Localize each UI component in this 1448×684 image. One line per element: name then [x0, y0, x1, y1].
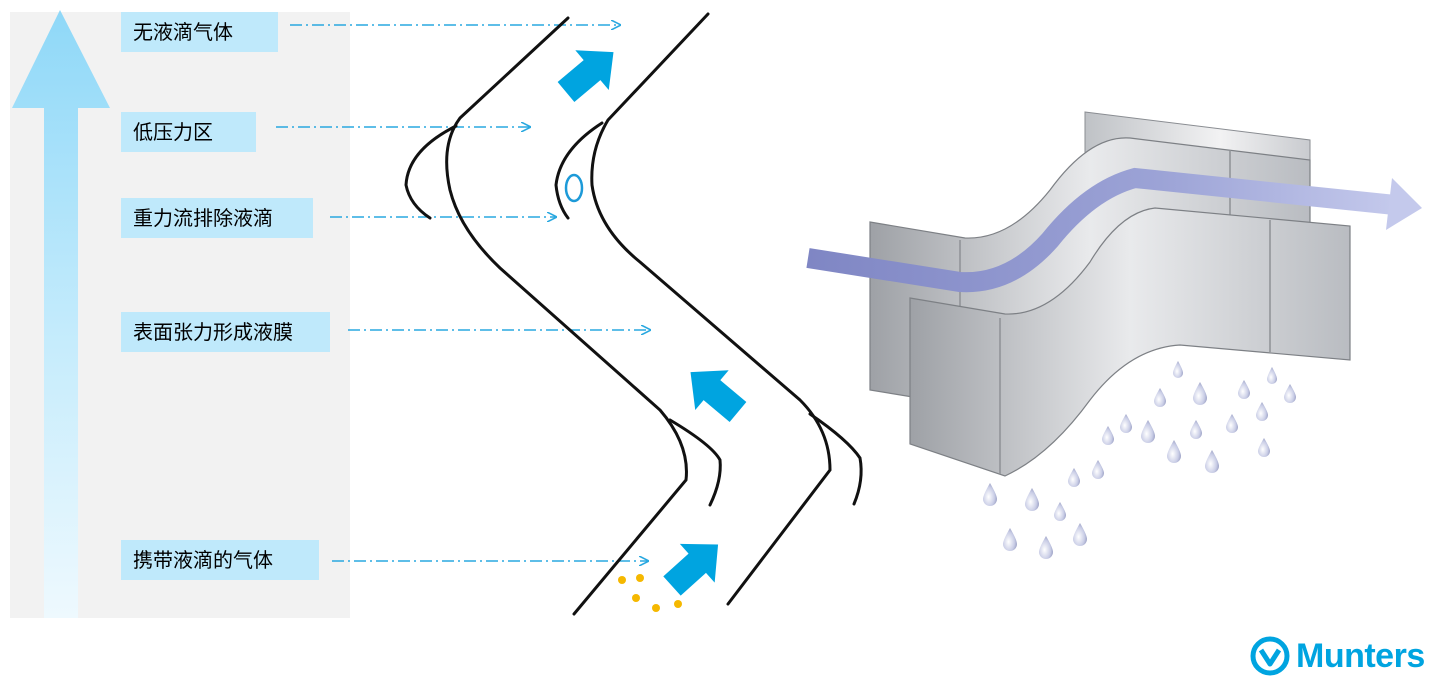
droplet-icon — [1193, 382, 1207, 405]
droplet-icon — [1068, 468, 1080, 487]
vane-front — [909, 207, 1351, 477]
label-surface-tension: 表面张力形成液膜 — [121, 312, 330, 352]
droplet-icon — [1054, 502, 1066, 521]
droplet-icon — [1102, 426, 1114, 445]
falling-drops — [983, 361, 1296, 559]
droplet-icon — [1258, 438, 1270, 457]
droplet-icon — [1267, 367, 1277, 384]
droplet-icon — [1092, 460, 1104, 479]
gas-flow-arrow — [806, 167, 1397, 293]
munters-logo: Munters — [1250, 636, 1425, 676]
label-gravity-drain: 重力流排除液滴 — [121, 198, 313, 238]
droplet-icon — [1167, 440, 1181, 463]
separator-walls — [404, 12, 863, 616]
droplet-dot — [652, 604, 660, 612]
droplet-icon — [1003, 528, 1017, 551]
flow-arrow-icon — [557, 50, 614, 102]
droplet-icon — [983, 483, 997, 506]
droplet-icon — [1154, 388, 1166, 407]
label-low-pressure: 低压力区 — [121, 112, 256, 152]
label-dry-gas: 无液滴气体 — [121, 12, 278, 52]
droplet-icon — [564, 173, 584, 203]
droplet-dot — [636, 574, 644, 582]
droplet-dot — [618, 576, 626, 584]
droplet-icon — [1190, 420, 1202, 439]
leader-lines — [276, 25, 650, 561]
droplet-icon — [1120, 414, 1132, 433]
droplet-icon — [1173, 361, 1183, 378]
flow-arrow-icon — [690, 370, 747, 422]
munters-logo-icon — [1250, 636, 1290, 676]
droplet-icon — [1205, 450, 1219, 473]
left-wall — [445, 16, 688, 616]
flow-arrows — [557, 50, 747, 596]
vane-illustration — [806, 111, 1422, 477]
droplet-icon — [1039, 536, 1053, 559]
droplet-icon — [1256, 402, 1268, 421]
flow-arrow-icon — [663, 543, 719, 596]
droplet-icon — [1141, 420, 1155, 443]
label-wet-gas: 携带液滴的气体 — [121, 540, 319, 580]
droplet-icon — [1025, 488, 1039, 511]
droplet-icon — [1226, 414, 1238, 433]
right-wall — [590, 12, 832, 606]
droplet-icon — [1238, 380, 1250, 399]
entrained-droplets — [618, 574, 682, 612]
left-lower-hook — [668, 418, 722, 507]
gas-flow-arrowhead — [1386, 178, 1422, 230]
droplet-dot — [674, 600, 682, 608]
munters-logo-text: Munters — [1296, 636, 1425, 675]
droplet-icon — [1284, 384, 1296, 403]
droplet-dot — [632, 594, 640, 602]
right-upper-hook — [554, 121, 604, 220]
droplet-icon — [1073, 523, 1087, 546]
left-upper-hook — [404, 124, 458, 220]
up-flow-arrow-icon — [12, 10, 110, 618]
right-lower-hook — [808, 412, 863, 506]
